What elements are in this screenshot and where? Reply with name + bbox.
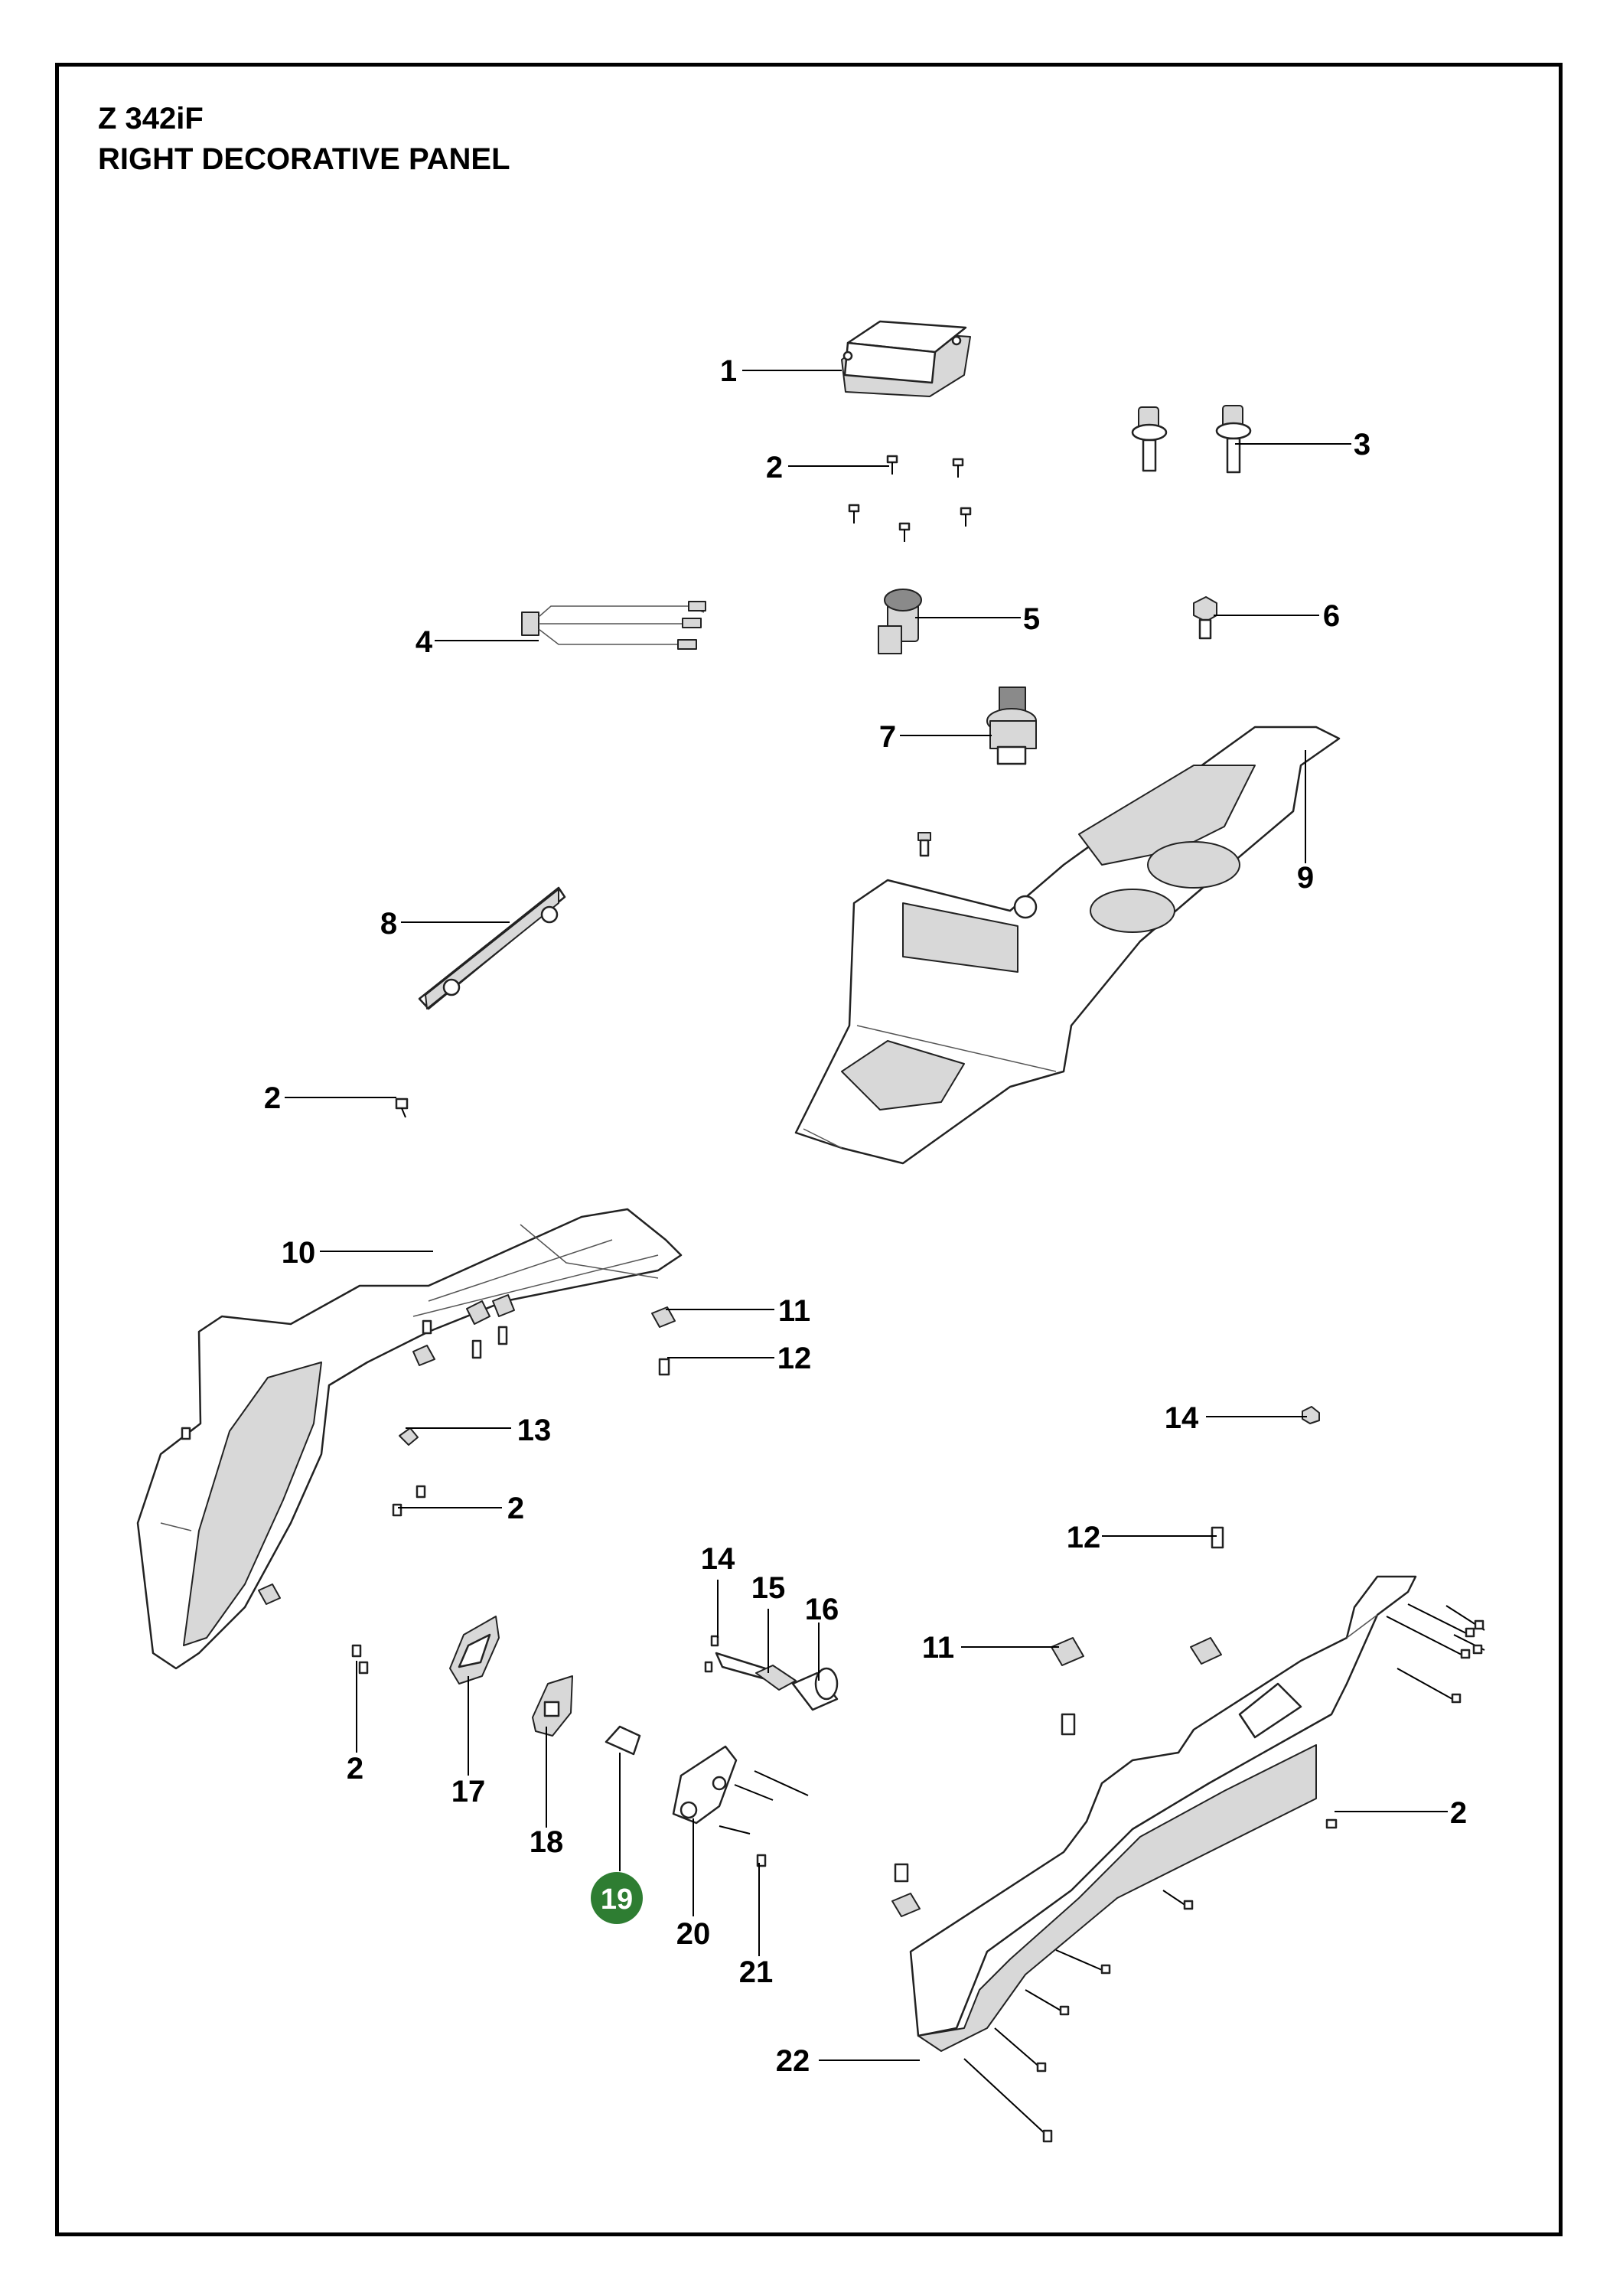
callout-2: 2	[264, 1081, 281, 1115]
part-key-switch	[986, 687, 1037, 765]
part-right-lower-panel	[909, 1575, 1417, 2052]
part-bolt	[1193, 596, 1217, 640]
callout-2: 2	[347, 1752, 363, 1786]
callout-14: 14	[1165, 1401, 1199, 1435]
leader-lines	[285, 370, 1448, 2061]
callout-4: 4	[416, 625, 433, 659]
part-wire-harness	[521, 601, 706, 650]
part-screw-12b	[1211, 1526, 1224, 1549]
callout-15: 15	[751, 1571, 786, 1605]
callout-1: 1	[720, 354, 737, 388]
model-name: Z 342iF	[98, 102, 204, 135]
part-console-panel	[794, 726, 1341, 1165]
part-clip-11c	[1190, 1637, 1222, 1665]
part-screw-9	[917, 832, 931, 857]
callout-labels: 1 2 3 4 5 6 7 8 9 2 10 11 12 13 14 2 12 …	[264, 354, 1467, 2078]
part-ignition-keys	[1131, 405, 1252, 474]
part-screw-14	[1302, 1406, 1320, 1424]
callout-8: 8	[380, 907, 397, 941]
part-plate-18	[532, 1675, 573, 1737]
part-bracket-17	[449, 1616, 500, 1684]
callout-11: 11	[778, 1294, 810, 1328]
callout-10: 10	[282, 1236, 316, 1270]
part-pin-set	[704, 1635, 839, 1711]
part-screw-21	[756, 1854, 767, 1867]
part-fasteners-10	[181, 1294, 515, 1675]
part-connector	[878, 589, 922, 654]
part-control-module	[841, 320, 971, 397]
callout-3: 3	[1354, 428, 1370, 461]
part-left-fender	[136, 1208, 683, 1670]
callout-18: 18	[530, 1825, 564, 1859]
callout-11: 11	[922, 1631, 954, 1665]
callout-7: 7	[879, 720, 896, 754]
callout-14: 14	[701, 1542, 735, 1576]
callout-19-badge	[591, 1872, 643, 1924]
callout-2: 2	[766, 451, 783, 484]
callout-2: 2	[507, 1492, 524, 1525]
callout-6: 6	[1323, 599, 1340, 633]
callout-16: 16	[805, 1593, 839, 1626]
callout-13: 13	[517, 1414, 552, 1447]
callout-5: 5	[1023, 602, 1040, 636]
part-tag-19	[605, 1725, 641, 1756]
part-screw-22b	[894, 1863, 909, 1883]
callout-19: 19	[601, 1883, 633, 1916]
part-hinge-20	[672, 1745, 809, 1835]
callout-12: 12	[1067, 1521, 1101, 1554]
callout-20: 20	[676, 1917, 711, 1951]
part-screw-12a	[658, 1358, 670, 1376]
callout-12: 12	[777, 1342, 812, 1375]
part-clip-11b	[1051, 1637, 1084, 1666]
diagram-frame	[55, 63, 1563, 2236]
part-clip-11a	[651, 1306, 676, 1328]
callout-21: 21	[739, 1955, 774, 1989]
part-screws-right	[963, 1603, 1485, 2143]
part-trim-strip	[418, 886, 566, 1010]
callout-22: 22	[776, 2044, 810, 2078]
callout-9: 9	[1297, 861, 1314, 895]
diagram-title: RIGHT DECORATIVE PANEL	[98, 142, 510, 176]
part-clip-22c	[891, 1893, 921, 1917]
part-screws-top	[848, 455, 972, 542]
callout-2: 2	[1450, 1796, 1467, 1830]
part-screw-22a	[1061, 1713, 1076, 1736]
callout-17: 17	[451, 1775, 486, 1808]
part-screw-2b	[395, 1097, 409, 1118]
